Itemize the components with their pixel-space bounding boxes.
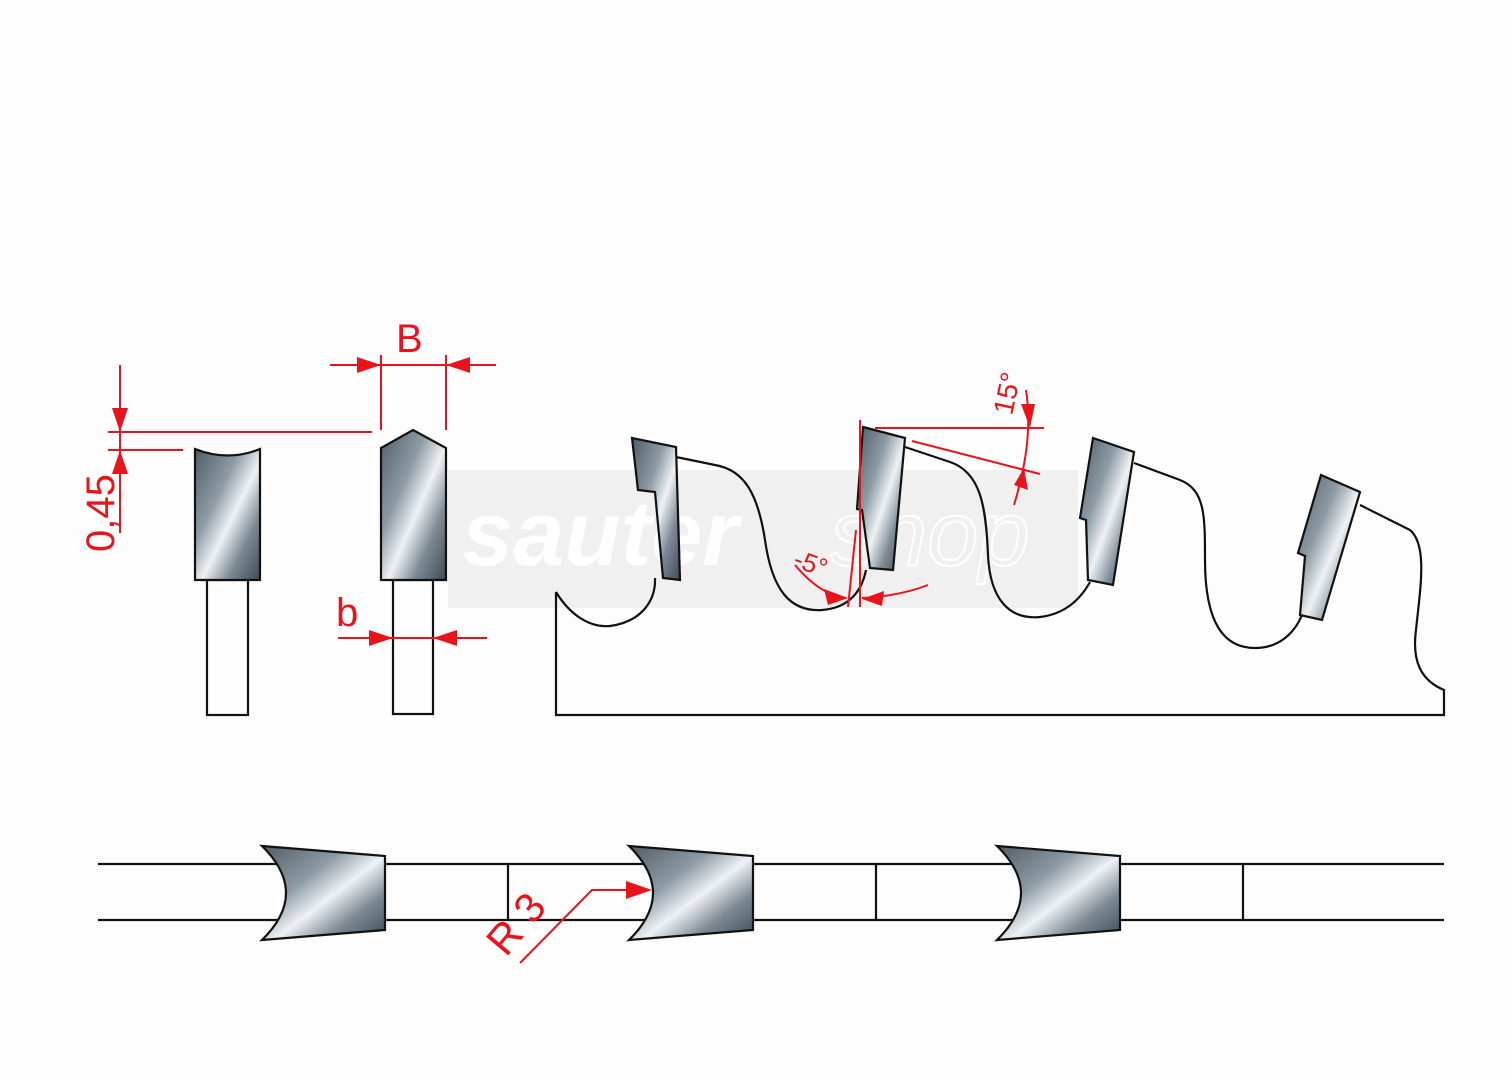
label-0-45: 0,45 — [79, 474, 123, 552]
dimension-b: b — [336, 591, 487, 646]
top-view — [98, 844, 1444, 942]
angle-15: 15° — [875, 369, 1044, 506]
side-view-pointed-tooth — [379, 428, 448, 716]
top-view-tooth-3 — [994, 844, 1122, 942]
label-b: b — [336, 591, 358, 635]
saw-tooth-4 — [1296, 473, 1362, 622]
label-r3: R 3 — [477, 884, 555, 964]
top-view-tooth-1 — [259, 844, 387, 942]
dimension-0-45: 0,45 — [79, 365, 372, 552]
radius-r3: R 3 — [477, 881, 652, 964]
top-view-tooth-2 — [626, 844, 755, 942]
dimension-B: B — [330, 317, 496, 430]
label-B: B — [396, 317, 423, 361]
watermark-sauter: sauter — [462, 483, 742, 585]
label-15: 15° — [988, 369, 1027, 417]
side-view-flat-tooth — [193, 447, 262, 717]
watermark: sauter shop — [448, 470, 1078, 608]
saw-tooth-1 — [630, 436, 682, 582]
saw-tooth-2 — [855, 425, 907, 572]
saw-tooth-3 — [1078, 436, 1136, 587]
